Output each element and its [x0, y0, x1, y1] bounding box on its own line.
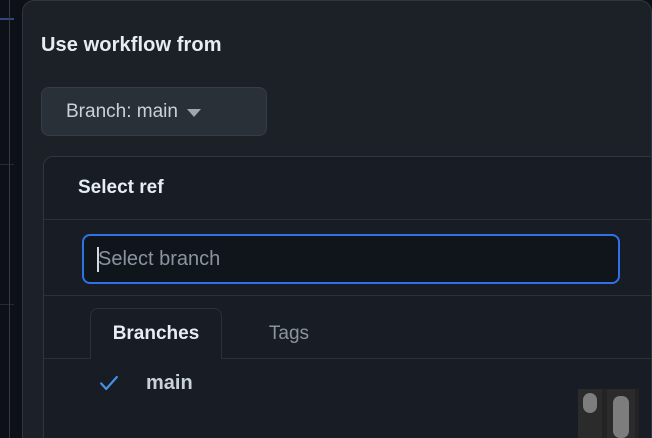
select-ref-header: Select ref	[44, 157, 651, 220]
backdrop-vertical-divider	[9, 0, 10, 438]
check-icon	[100, 375, 118, 391]
scrollbar-gutter	[602, 389, 607, 438]
scrollbar-inner-track[interactable]	[578, 389, 602, 438]
tab-tags[interactable]: Tags	[268, 322, 310, 344]
backdrop-rule-middle	[0, 164, 14, 165]
branch-list: main	[44, 359, 651, 438]
select-ref-title: Select ref	[78, 177, 164, 198]
branch-select-button-label: Branch: main	[66, 100, 178, 122]
ref-tab-strip: Branches Tags	[44, 296, 651, 359]
scrollbar-outer-track[interactable]	[607, 389, 635, 438]
tab-branches[interactable]: Branches	[90, 308, 222, 359]
text-cursor	[97, 247, 99, 272]
scrollbar-inner-thumb[interactable]	[583, 393, 597, 413]
select-ref-search-row	[44, 220, 651, 296]
backdrop-rule-top-accent	[0, 18, 14, 20]
scrollbar-gutter-right	[635, 389, 639, 438]
branch-select-button[interactable]: Branch: main	[41, 87, 267, 136]
scrollbar-outer-thumb[interactable]	[613, 396, 629, 438]
list-item-label: main	[146, 371, 193, 394]
list-item[interactable]: main	[44, 359, 651, 407]
search-input[interactable]	[82, 234, 620, 284]
tab-strip-underline	[44, 358, 651, 359]
backdrop-rule-lower	[0, 304, 14, 305]
workflow-dispatch-dialog: Use workflow from Branch: main Select re…	[22, 0, 652, 438]
select-ref-popover: Select ref Branches Tags main	[43, 156, 651, 438]
page-title: Use workflow from	[41, 34, 222, 56]
chevron-down-icon	[186, 108, 201, 117]
